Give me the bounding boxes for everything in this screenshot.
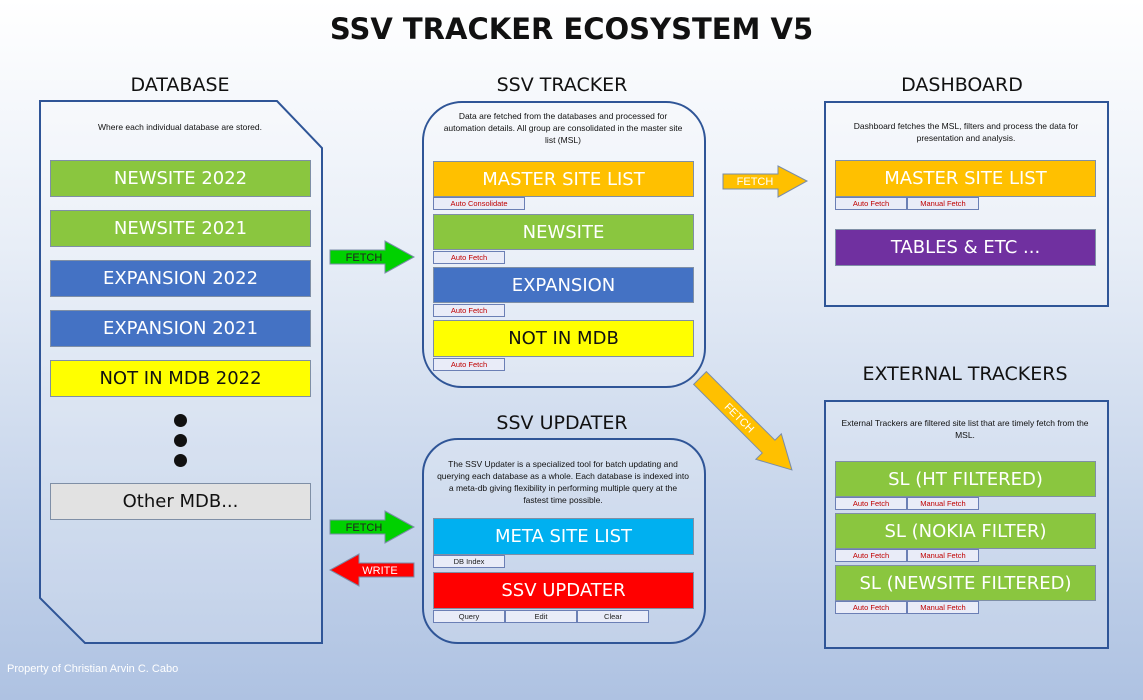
- dashboard-tables: TABLES & ETC ...: [835, 229, 1096, 266]
- external-tag-auto-fetch: Auto Fetch: [835, 601, 907, 614]
- external-tag-manual-fetch: Manual Fetch: [907, 549, 979, 562]
- ellipsis-dot: [174, 414, 187, 427]
- external-sl-ht-filtered: SL (HT FILTERED): [835, 461, 1096, 497]
- diagram-title: SSV TRACKER ECOSYSTEM V5: [329, 12, 814, 46]
- external-sl-nokia-filter: SL (NOKIA FILTER): [835, 513, 1096, 549]
- updater-action-clear: Clear: [577, 610, 649, 623]
- db-item-expansion-2022: EXPANSION 2022: [50, 260, 311, 297]
- external-tag-manual-fetch: Manual Fetch: [907, 497, 979, 510]
- tracker-expansion: EXPANSION: [433, 267, 694, 303]
- external-sl-newsite-filtered: SL (NEWSITE FILTERED): [835, 565, 1096, 601]
- tracker-tag-auto-fetch: Auto Fetch: [433, 304, 505, 317]
- fetch-arrow-db-to-tracker: FETCH: [329, 240, 416, 274]
- updater-action-edit: Edit: [505, 610, 577, 623]
- updater-tag-db-index: DB Index: [433, 555, 505, 568]
- database-description: Where each individual database are store…: [98, 122, 262, 132]
- tracker-master-site-list: MASTER SITE LIST: [433, 161, 694, 197]
- dashboard-master-site-list: MASTER SITE LIST: [835, 160, 1096, 197]
- fetch-label: FETCH: [737, 176, 774, 188]
- dashboard-description: Dashboard fetches the MSL, filters and p…: [853, 121, 1079, 143]
- external-tag-auto-fetch: Auto Fetch: [835, 497, 907, 510]
- tracker-tag-auto-fetch: Auto Fetch: [433, 251, 505, 264]
- ellipsis-dot: [174, 454, 187, 467]
- fetch-label: FETCH: [346, 252, 383, 264]
- tracker-tag-auto-consolidate: Auto Consolidate: [433, 197, 525, 210]
- ellipsis-dot: [174, 434, 187, 447]
- db-item-expansion-2021: EXPANSION 2021: [50, 310, 311, 347]
- fetch-label: FETCH: [346, 522, 383, 534]
- external-tag-manual-fetch: Manual Fetch: [907, 601, 979, 614]
- db-item-newsite-2022: NEWSITE 2022: [50, 160, 311, 197]
- section-ssv-updater: SSV UPDATER: [496, 412, 628, 434]
- dashboard-tag-auto-fetch: Auto Fetch: [835, 197, 907, 210]
- write-label: WRITE: [362, 565, 397, 577]
- section-database: DATABASE: [130, 74, 230, 96]
- external-tag-auto-fetch: Auto Fetch: [835, 549, 907, 562]
- tracker-tag-auto-fetch: Auto Fetch: [433, 358, 505, 371]
- fetch-arrow-tracker-to-dashboard: FETCH: [722, 165, 809, 198]
- db-item-not-in-mdb-2022: NOT IN MDB 2022: [50, 360, 311, 397]
- updater-ssv-updater: SSV UPDATER: [433, 572, 694, 609]
- fetch-arrow-db-to-updater: FETCH: [329, 510, 416, 544]
- external-description: External Trackers are filtered site list…: [841, 418, 1089, 440]
- updater-description: The SSV Updater is a specialized tool fo…: [437, 459, 689, 505]
- section-external-trackers: EXTERNAL TRACKERS: [862, 363, 1068, 385]
- updater-meta-site-list: META SITE LIST: [433, 518, 694, 555]
- updater-action-query: Query: [433, 610, 505, 623]
- db-item-newsite-2021: NEWSITE 2021: [50, 210, 311, 247]
- dashboard-tag-manual-fetch: Manual Fetch: [907, 197, 979, 210]
- tracker-newsite: NEWSITE: [433, 214, 694, 250]
- tracker-description: Data are fetched from the databases and …: [443, 111, 683, 145]
- footer-credit: Property of Christian Arvin C. Cabo: [7, 663, 179, 675]
- tracker-not-in-mdb: NOT IN MDB: [433, 320, 694, 357]
- section-ssv-tracker: SSV TRACKER: [496, 74, 628, 96]
- section-dashboard: DASHBOARD: [901, 74, 1023, 96]
- db-item-other-mdb: Other MDB...: [50, 483, 311, 520]
- write-arrow-updater-to-db: WRITE: [328, 553, 415, 587]
